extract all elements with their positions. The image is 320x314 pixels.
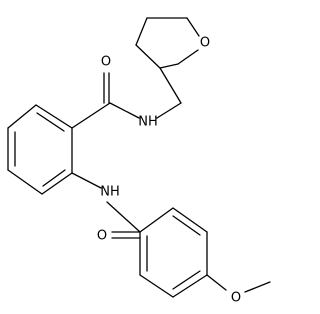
thf-oxygen-label: O <box>200 36 210 51</box>
bond <box>35 104 73 129</box>
molecule-structure: O O NH NH O O <box>7 17 271 306</box>
bond <box>135 17 148 46</box>
bond <box>177 49 199 65</box>
carbonyl-oxygen-label: O <box>97 229 107 244</box>
bond <box>139 274 174 298</box>
bond <box>7 169 43 195</box>
bond <box>156 102 182 119</box>
bond <box>172 274 208 298</box>
bond <box>106 201 141 233</box>
bond <box>41 172 73 195</box>
bond <box>71 172 102 189</box>
bond <box>206 274 227 291</box>
methoxy-oxygen-label: O <box>231 291 241 306</box>
bond <box>159 63 179 69</box>
bond <box>7 104 37 129</box>
bond <box>172 270 201 290</box>
bond <box>172 215 201 236</box>
aniline-nh-label: NH <box>100 185 120 200</box>
benzene-ring-upper <box>7 102 111 195</box>
amide-nh-label: NH <box>138 115 158 130</box>
thf-ring <box>135 17 200 69</box>
bond <box>139 207 174 233</box>
bond <box>159 67 182 104</box>
bond <box>244 281 271 293</box>
bond <box>135 44 161 69</box>
benzene-ring-lower <box>139 207 208 298</box>
bond <box>71 102 111 129</box>
carbonyl-oxygen-label: O <box>101 55 111 70</box>
bond <box>42 169 66 187</box>
bond <box>109 102 140 119</box>
bond <box>186 17 200 37</box>
bond <box>36 112 65 132</box>
bond <box>172 207 208 233</box>
